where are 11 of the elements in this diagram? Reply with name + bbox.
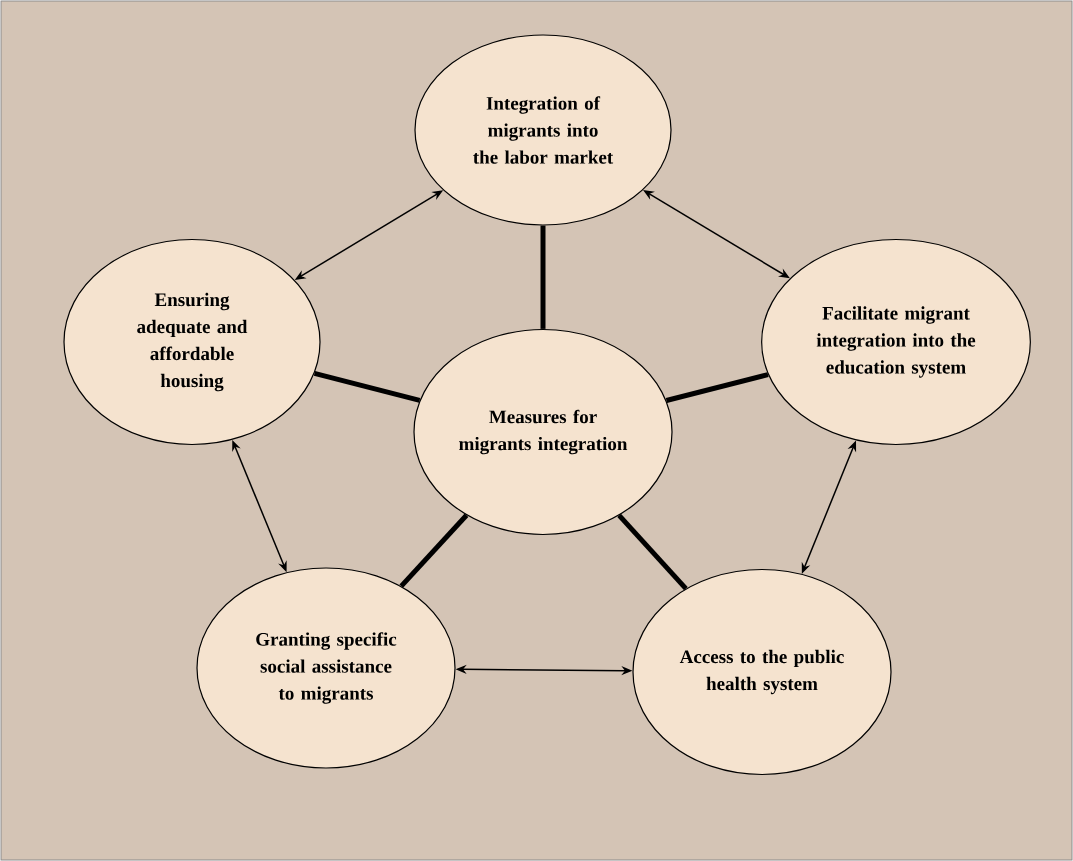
ellipse-node: Granting specific social assistance to migrants — [196, 567, 456, 769]
ellipse-node: Integration of migrants into the labor market — [414, 34, 672, 226]
connector-line — [540, 225, 546, 329]
ellipse-node: Access to the public health system — [632, 568, 892, 776]
connector-line — [665, 372, 769, 403]
ellipse-node: Measures for migrants integration — [413, 328, 673, 536]
connector-line — [313, 370, 421, 403]
ellipse-node: Facilitate migrant integration into the education system — [761, 238, 1031, 446]
ellipse-node: Ensuring adequate and affordable housing — [63, 238, 321, 446]
connector-line — [399, 513, 469, 588]
connector-line — [617, 513, 688, 591]
